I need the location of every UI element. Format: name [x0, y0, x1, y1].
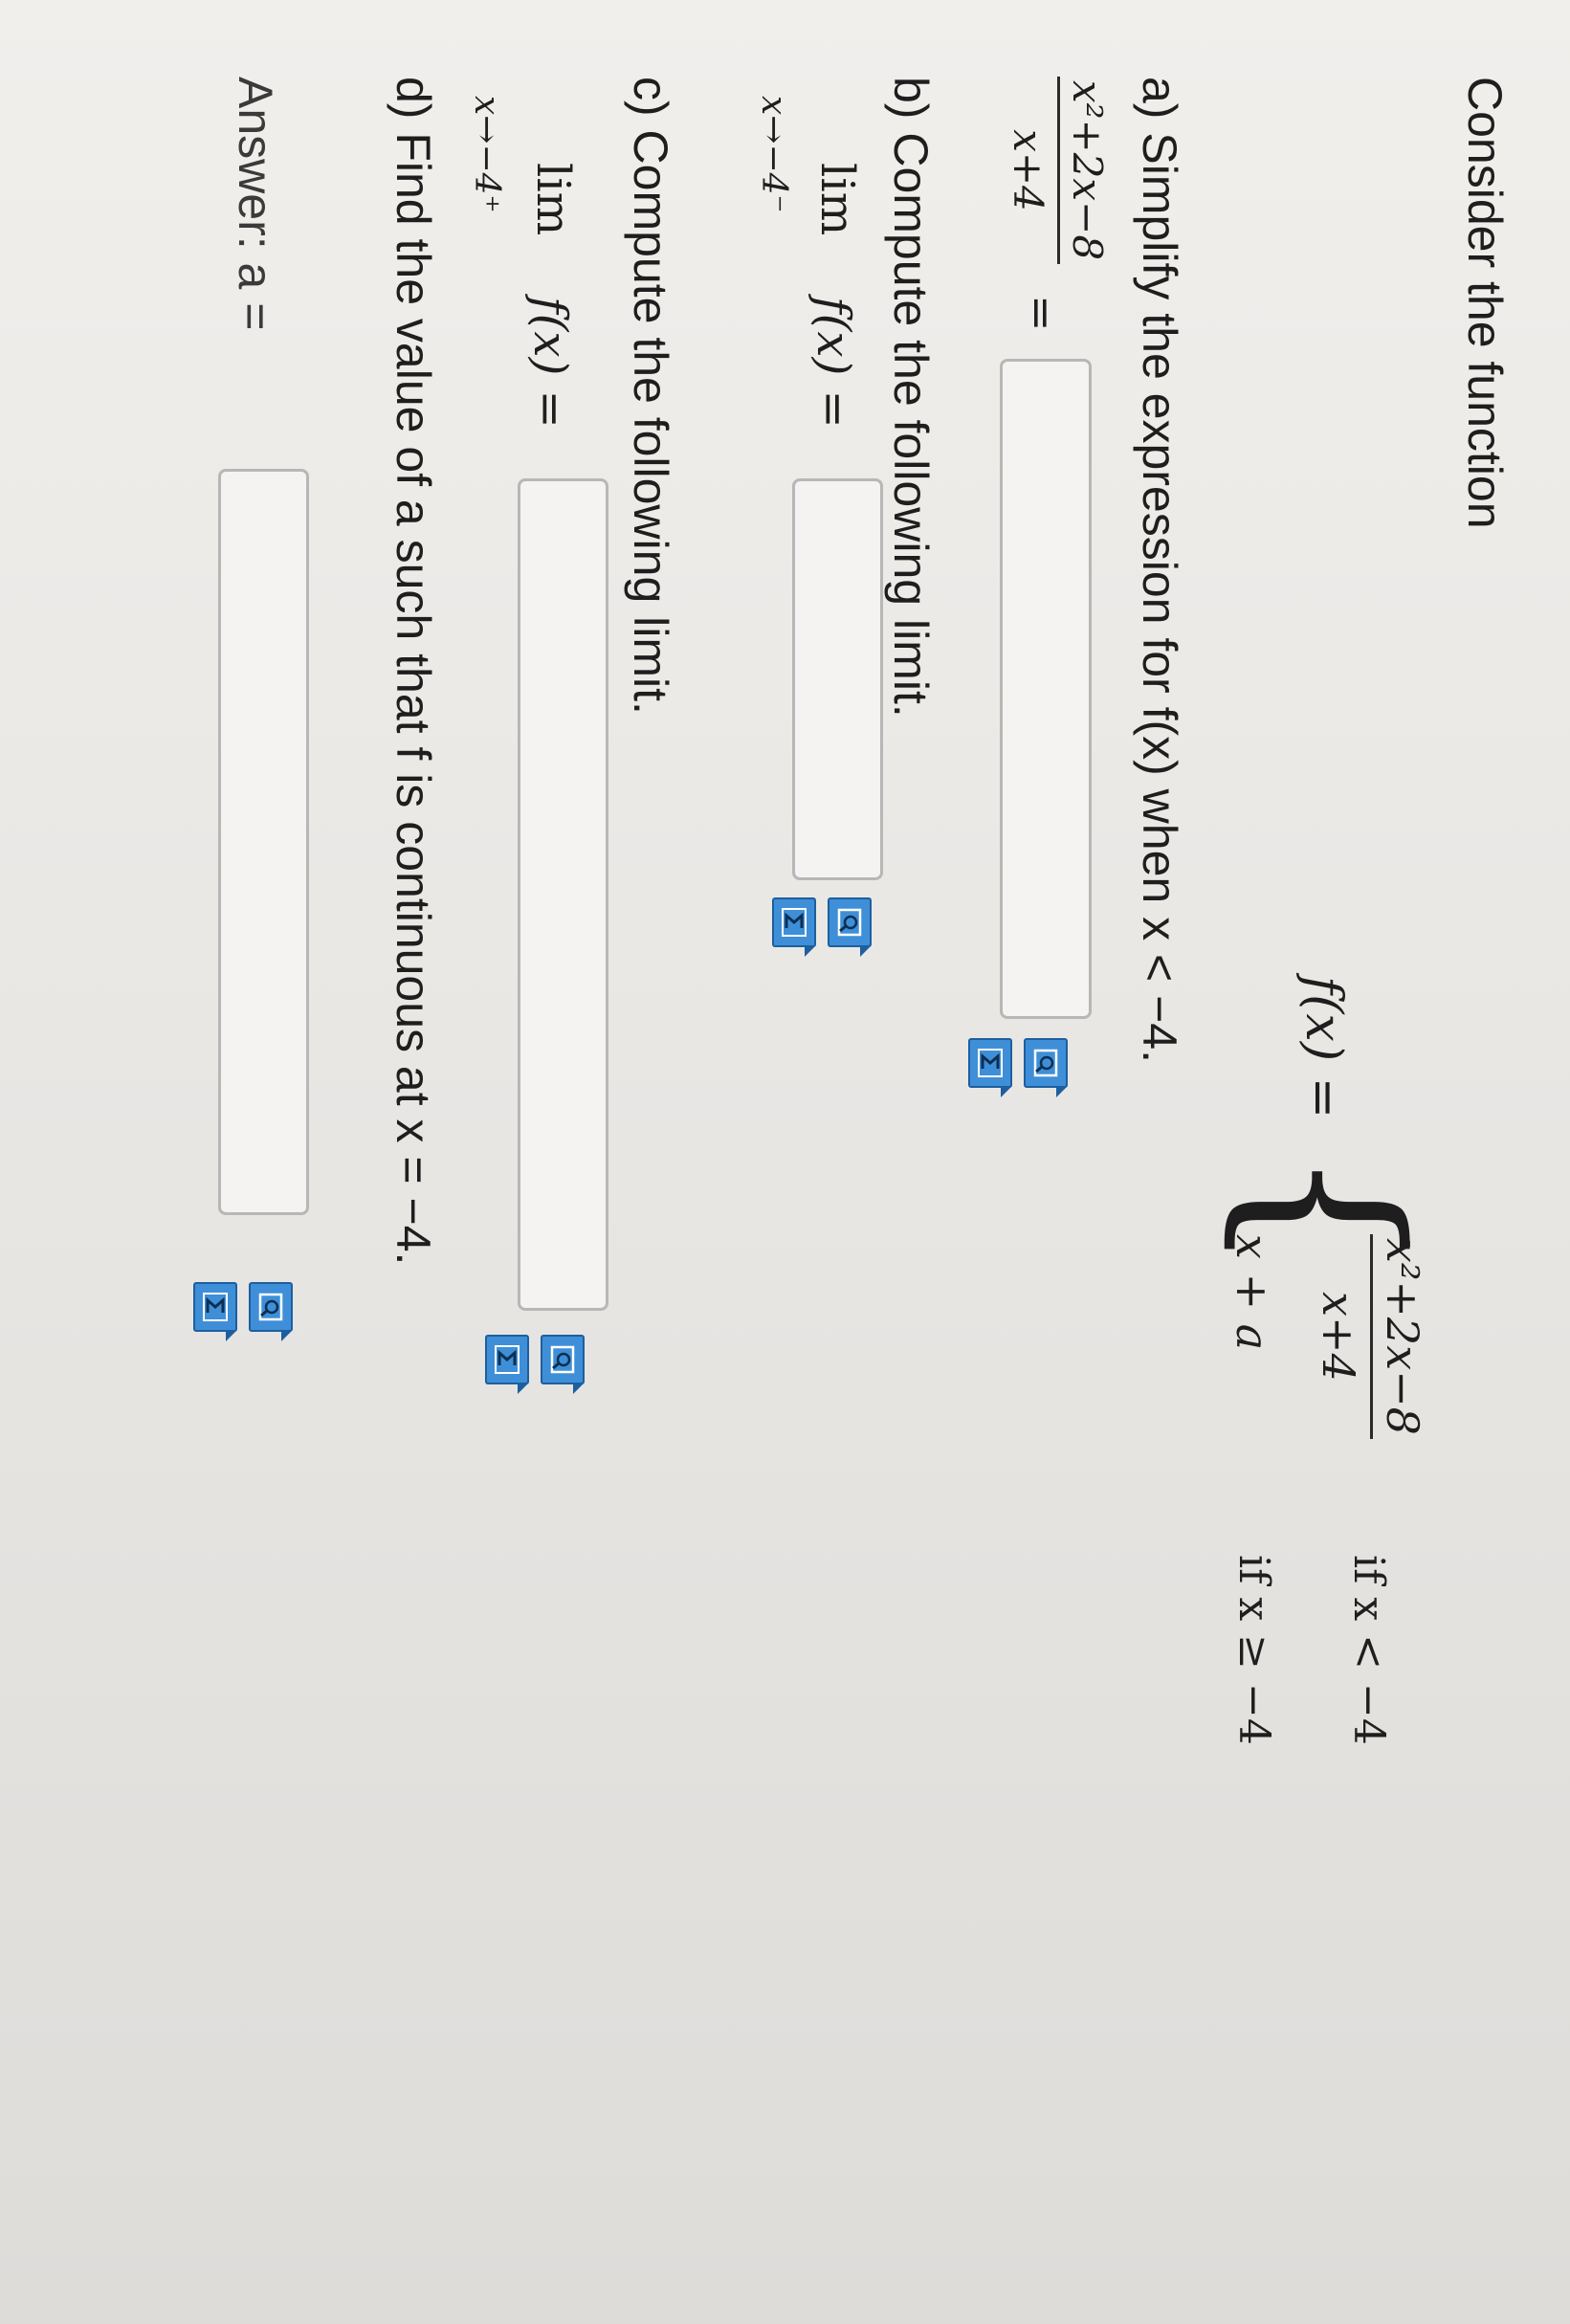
part-a-equals: = [1016, 295, 1068, 332]
preview-icon [1033, 1049, 1058, 1077]
intro-text: Consider the function [1458, 77, 1512, 529]
part-c-prompt: c) Compute the following limit. [624, 77, 677, 715]
button-corner [1056, 1086, 1068, 1097]
part-a-preview-button[interactable] [1024, 1038, 1068, 1097]
part-c-fx: f(x) = [523, 297, 577, 429]
part-b-fx: f(x) = [807, 297, 860, 429]
button-corner [805, 945, 816, 957]
case1-denominator: x+4 [1313, 1292, 1364, 1382]
sigma-icon [978, 1049, 1003, 1077]
part-a-denominator: x+4 [1005, 129, 1051, 211]
part-d-answer-label: Answer: a = [229, 77, 282, 331]
sigma-icon [203, 1293, 228, 1321]
fraction-bar [1370, 1234, 1373, 1439]
function-lhs: f(x) = [1294, 976, 1352, 1119]
case2-condition: if x ≥ −4 [1229, 1555, 1278, 1745]
preview-icon [258, 1293, 283, 1321]
part-a-prompt: a) Simplify the expression for f(x) when… [1133, 77, 1186, 1063]
part-b-lim: lim [810, 163, 864, 236]
part-a-equation-editor-button[interactable] [968, 1038, 1012, 1097]
button-corner [518, 1383, 529, 1394]
sigma-icon [495, 1345, 520, 1374]
part-a-numerator: x²+2x−8 [1064, 80, 1111, 261]
part-d-equation-editor-button[interactable] [193, 1282, 237, 1341]
part-a-fraction: x²+2x−8 x+4 [1005, 77, 1111, 265]
part-a-answer-input[interactable] [1000, 359, 1092, 1019]
button-corner [1001, 1086, 1012, 1097]
preview-icon [550, 1345, 575, 1374]
part-c-answer-input[interactable] [518, 478, 608, 1311]
part-d-prompt: d) Find the value of a such that f is co… [387, 77, 440, 1266]
case1-numerator: x²+2x−8 [1377, 1238, 1428, 1435]
button-corner [573, 1383, 585, 1394]
button-corner [281, 1330, 293, 1341]
button-corner [860, 945, 872, 957]
part-c-equation-editor-button[interactable] [485, 1335, 529, 1394]
part-d-preview-button[interactable] [249, 1282, 293, 1341]
case1-condition: if x < −4 [1344, 1555, 1393, 1745]
part-c-lim-subscript: x→−4⁺ [467, 96, 506, 213]
sigma-icon [782, 908, 807, 937]
part-c-preview-button[interactable] [541, 1335, 585, 1394]
fraction-bar [1057, 77, 1060, 265]
case2-expression: x + a [1227, 1234, 1278, 1351]
case1-fraction: x²+2x−8 x+4 [1313, 1234, 1428, 1439]
part-b-preview-button[interactable] [828, 897, 872, 957]
part-b-equation-editor-button[interactable] [772, 897, 816, 957]
part-d-answer-input[interactable] [218, 469, 309, 1215]
button-corner [226, 1330, 237, 1341]
part-c-lim: lim [526, 163, 580, 236]
part-b-prompt: b) Compute the following limit. [884, 77, 938, 718]
preview-icon [837, 908, 862, 937]
part-b-lim-subscript: x→−4⁻ [754, 96, 793, 213]
part-b-answer-input[interactable] [792, 478, 883, 880]
